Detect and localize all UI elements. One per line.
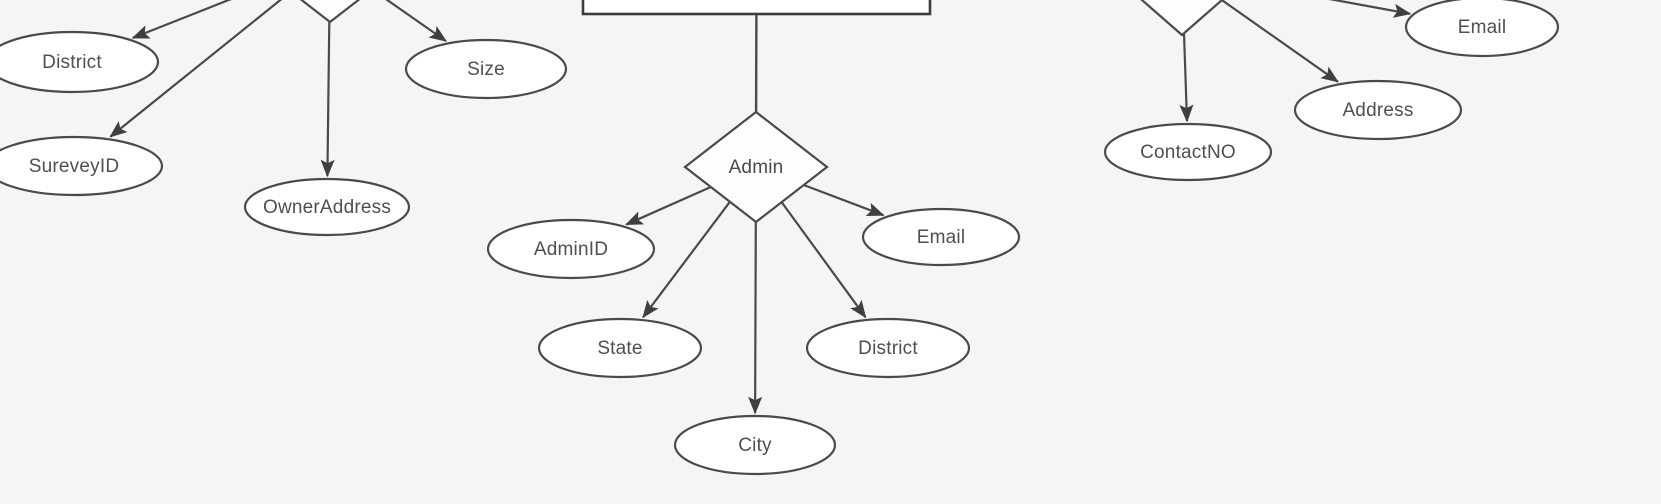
admin-to-district <box>780 201 867 319</box>
district-left-ellipse[interactable] <box>0 30 160 94</box>
user-to-contactno <box>1179 33 1194 123</box>
property-relationship-diamond[interactable] <box>250 0 410 24</box>
admin-to-state <box>642 201 731 319</box>
node-adminid[interactable]: AdminID <box>486 218 656 280</box>
address-ellipse[interactable] <box>1293 79 1463 141</box>
node-district-admin[interactable]: District <box>805 317 971 379</box>
state-ellipse[interactable] <box>537 317 703 379</box>
admin-diamond[interactable] <box>683 110 829 224</box>
size-ellipse[interactable] <box>404 38 568 100</box>
entity-box-rect[interactable] <box>581 0 932 16</box>
node-contactno[interactable]: ContactNO <box>1103 122 1273 182</box>
node-email-user[interactable]: Email <box>1404 0 1560 58</box>
admin-to-email <box>803 183 885 217</box>
node-user-relationship[interactable] <box>1110 0 1254 37</box>
node-property-relationship[interactable] <box>250 0 410 24</box>
node-district-left[interactable]: District <box>0 30 160 94</box>
node-size[interactable]: Size <box>404 38 568 100</box>
email-admin-ellipse[interactable] <box>861 207 1021 267</box>
node-city[interactable]: City <box>673 414 837 476</box>
city-ellipse[interactable] <box>673 414 837 476</box>
node-entity-box[interactable] <box>581 0 932 16</box>
edge-layer <box>109 0 1412 415</box>
user-to-address <box>1221 0 1339 83</box>
user-to-email <box>1328 0 1412 18</box>
property-to-sureveyid <box>109 0 283 138</box>
contactno-ellipse[interactable] <box>1103 122 1273 182</box>
node-address[interactable]: Address <box>1293 79 1463 141</box>
node-owneraddress[interactable]: OwnerAddress <box>243 177 411 237</box>
user-relationship-diamond[interactable] <box>1110 0 1254 37</box>
node-admin[interactable]: Admin <box>683 110 829 224</box>
district-admin-ellipse[interactable] <box>805 317 971 379</box>
property-to-owneraddress <box>320 21 335 178</box>
adminid-ellipse[interactable] <box>486 218 656 280</box>
property-to-size <box>385 0 447 42</box>
node-sureveyid[interactable]: SureveyID <box>0 135 164 197</box>
admin-to-adminid <box>625 185 712 226</box>
sureveyid-ellipse[interactable] <box>0 135 164 197</box>
node-state[interactable]: State <box>537 317 703 379</box>
property-to-district <box>131 0 232 39</box>
node-email-admin[interactable]: Email <box>861 207 1021 267</box>
owneraddress-ellipse[interactable] <box>243 177 411 237</box>
admin-to-city <box>748 221 763 415</box>
email-user-ellipse[interactable] <box>1404 0 1560 58</box>
